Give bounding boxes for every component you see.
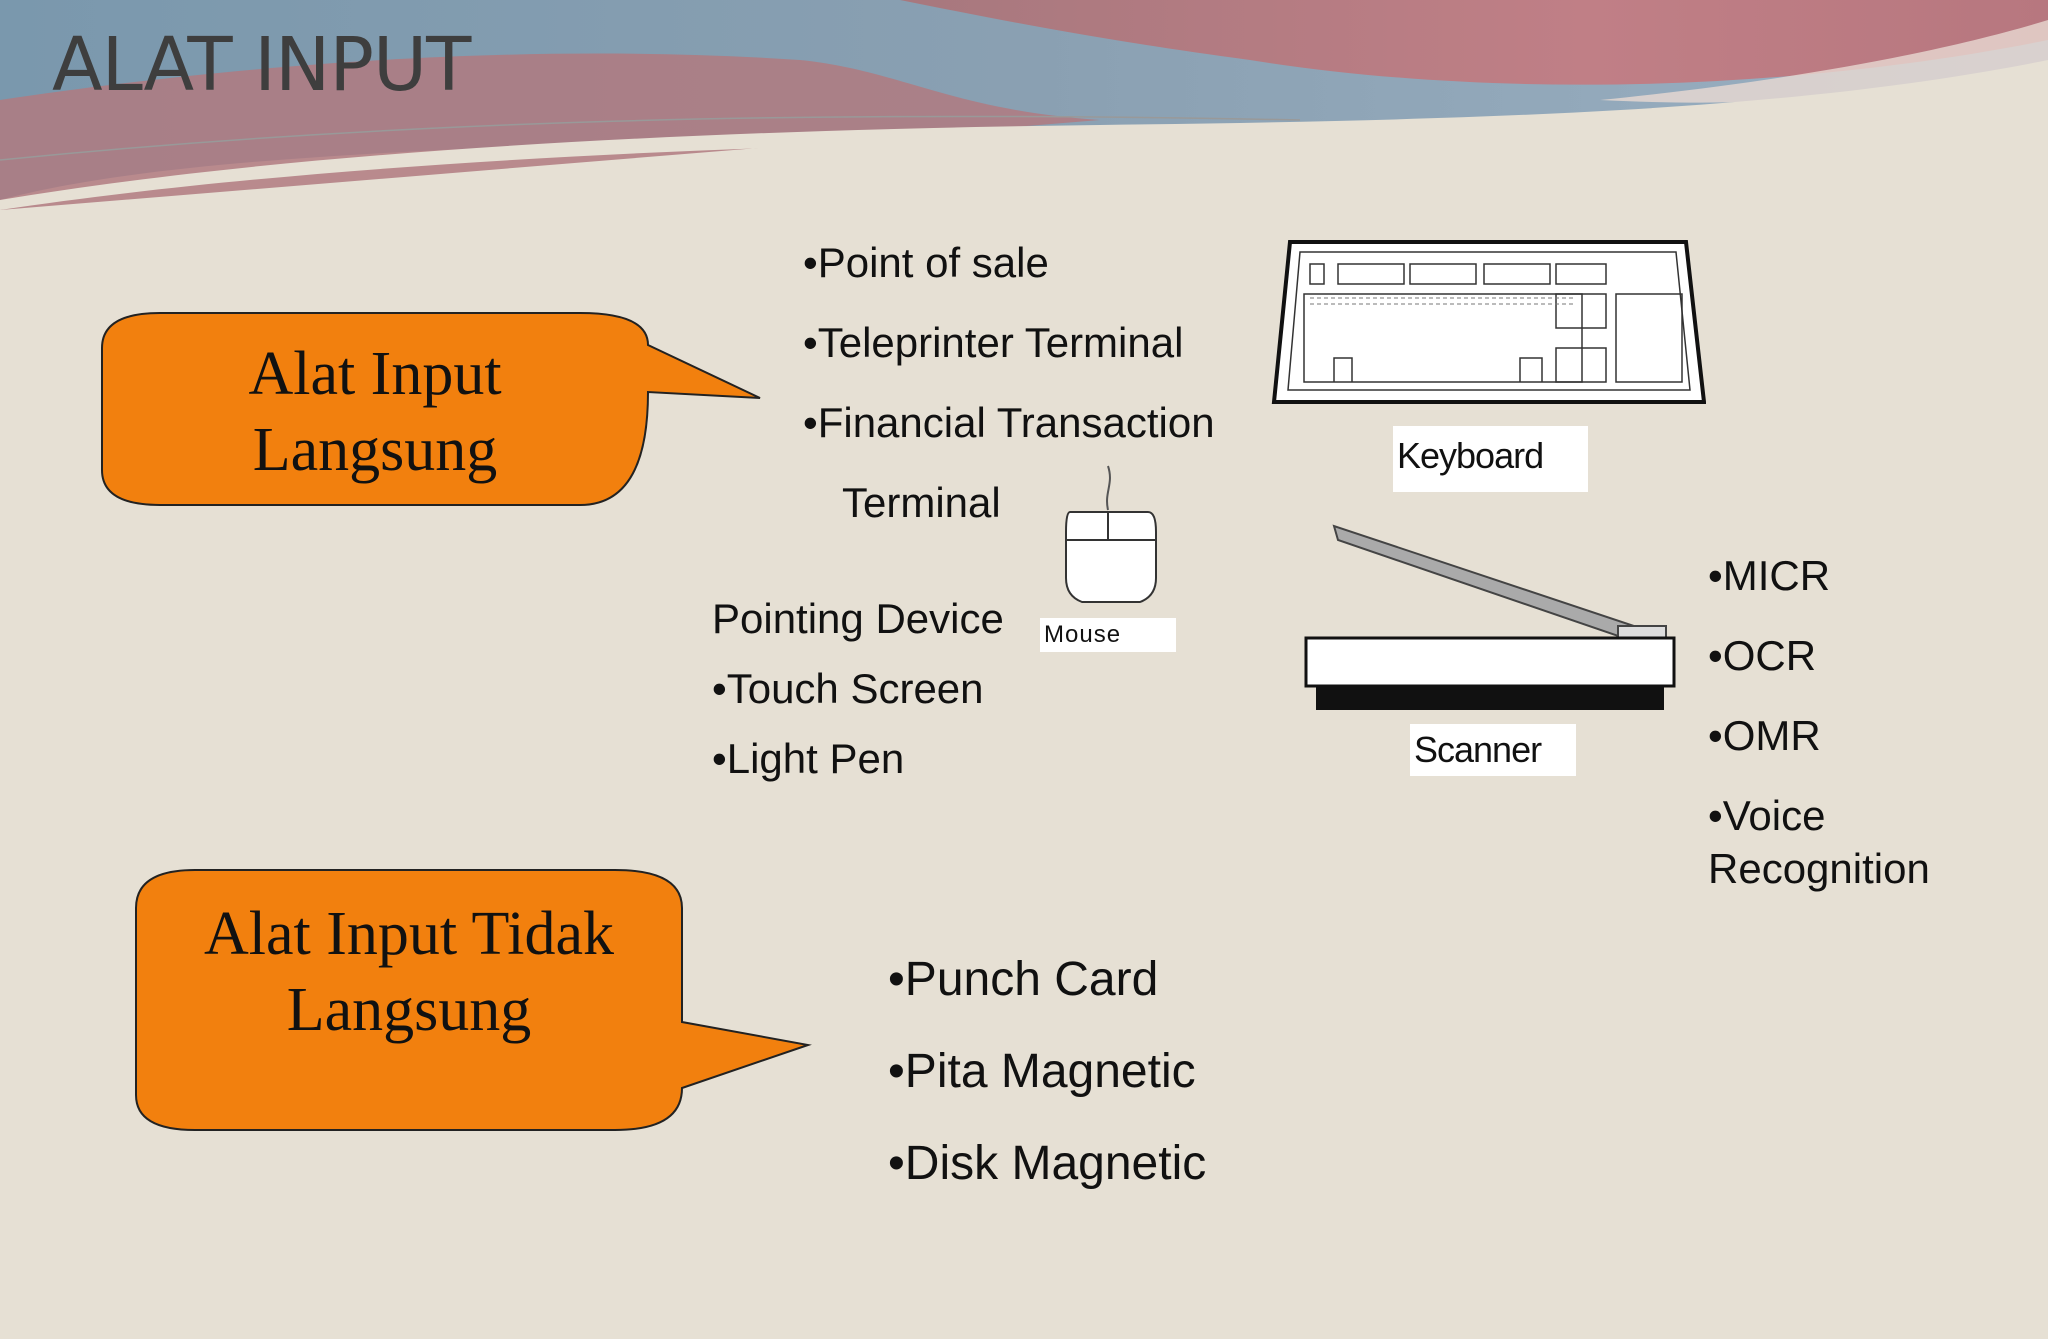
- list-item-teleprinter: •Teleprinter Terminal: [803, 319, 1184, 366]
- mouse-icon: [1065, 465, 1157, 603]
- list-item-omr: •OMR: [1708, 712, 1821, 759]
- slide-title: ALAT INPUT: [52, 22, 471, 108]
- list-item-touch-screen: •Touch Screen: [712, 665, 984, 712]
- list-item-point-of-sale: •Point of sale: [803, 239, 1049, 286]
- scanner-label: Scanner: [1410, 724, 1576, 776]
- callout-direct-line1: Alat Input: [248, 340, 502, 408]
- list-item-voice: •Voice: [1708, 792, 1826, 839]
- scanner-icon: [1304, 524, 1676, 710]
- list-item-terminal-continuation: Terminal: [842, 479, 1001, 526]
- list-item-ocr: •OCR: [1708, 632, 1817, 679]
- list-item-micr: •MICR: [1708, 552, 1831, 599]
- list-item-light-pen: •Light Pen: [712, 735, 905, 782]
- list-item-punch-card: •Punch Card: [888, 953, 1159, 1006]
- callout-indirect-line2: Langsung: [286, 976, 532, 1044]
- pointing-device-heading: Pointing Device: [712, 595, 1004, 642]
- callout-direct-text: Alat Input Langsung: [102, 336, 648, 488]
- keyboard-label: Keyboard: [1393, 426, 1588, 492]
- list-item-financial-transaction: •Financial Transaction: [803, 399, 1215, 446]
- list-item-pita-magnetic: •Pita Magnetic: [888, 1045, 1196, 1098]
- callout-indirect-text: Alat Input Tidak Langsung: [136, 896, 682, 1048]
- list-item-disk-magnetic: •Disk Magnetic: [888, 1137, 1207, 1190]
- list-item-recognition-continuation: Recognition: [1708, 845, 1930, 892]
- callout-direct-line2: Langsung: [252, 416, 498, 484]
- callout-indirect-line1: Alat Input Tidak: [204, 900, 614, 968]
- keyboard-icon: [1271, 240, 1706, 404]
- mouse-label: Mouse: [1040, 618, 1176, 652]
